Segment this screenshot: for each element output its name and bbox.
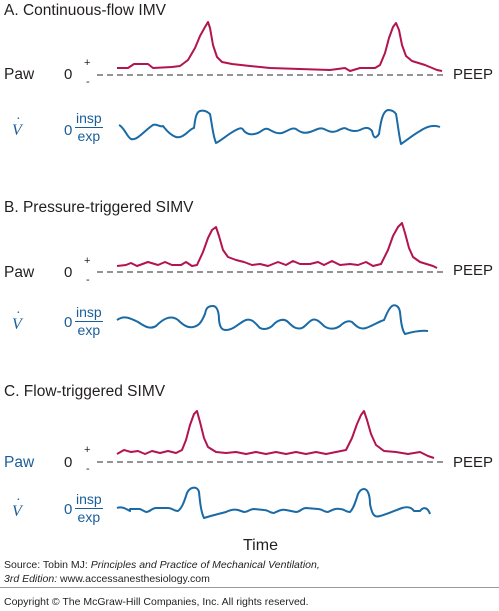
panel-a-flow-symbol: ·V (12, 112, 22, 139)
panel-b-pressure-trace (116, 222, 438, 269)
insp-label: insp (75, 110, 103, 128)
panel-a-minus-sign: - (86, 76, 90, 88)
panel-c-flow-trace (116, 486, 431, 519)
source-line-1: Source: Tobin MJ: Principles and Practic… (4, 559, 320, 571)
panel-b-title: B. Pressure-triggered SIMV (4, 199, 194, 216)
panel-b-zero-label: 0 (64, 264, 73, 281)
time-axis-label: Time (243, 537, 278, 554)
panel-b-peep-label: PEEP (453, 262, 494, 279)
panel-b-flow-symbol: ·V (12, 306, 22, 333)
panel-b-paw-label: Paw (4, 264, 35, 281)
panel-a-flow-trace (118, 109, 441, 145)
panel-b-minus-sign: - (86, 274, 90, 286)
panel-a-title: A. Continuous-flow IMV (4, 2, 166, 19)
panel-c-peep-label: PEEP (453, 454, 494, 471)
source-line-2: 3rd Edition: www.accessanesthesiology.co… (4, 573, 210, 585)
panel-c-plus-sign: + (84, 444, 91, 456)
panel-a-paw-label: Paw (4, 66, 35, 83)
panel-b-insp-exp-fraction: insp exp (75, 304, 103, 338)
exp-label: exp (77, 128, 101, 144)
panel-b-flow-trace (116, 304, 429, 335)
panel-c-flow-symbol: ·V (12, 493, 22, 520)
panel-c-insp-exp-fraction: insp exp (75, 491, 103, 525)
panel-b-flow-zero: 0 (64, 314, 73, 331)
panel-c-paw-label: Paw (4, 454, 35, 471)
panel-a-peep-label: PEEP (453, 66, 494, 83)
panel-c-pressure-trace (116, 410, 435, 459)
panel-a-flow-zero: 0 (64, 122, 73, 139)
copyright-line: Copyright © The McGraw-Hill Companies, I… (4, 596, 309, 608)
source-divider (0, 587, 499, 588)
panel-a-plus-sign: + (84, 57, 91, 69)
panel-c-zero-label: 0 (64, 454, 73, 471)
panel-a-zero-label: 0 (64, 66, 73, 83)
panel-b-plus-sign: + (84, 255, 91, 267)
flow-dot: · (16, 112, 21, 127)
panel-c-flow-zero: 0 (64, 501, 73, 518)
panel-a-pressure-trace (117, 21, 443, 72)
panel-a-insp-exp-fraction: insp exp (75, 110, 103, 145)
panel-c-minus-sign: - (86, 463, 90, 475)
panel-c-title: C. Flow-triggered SIMV (4, 383, 166, 400)
